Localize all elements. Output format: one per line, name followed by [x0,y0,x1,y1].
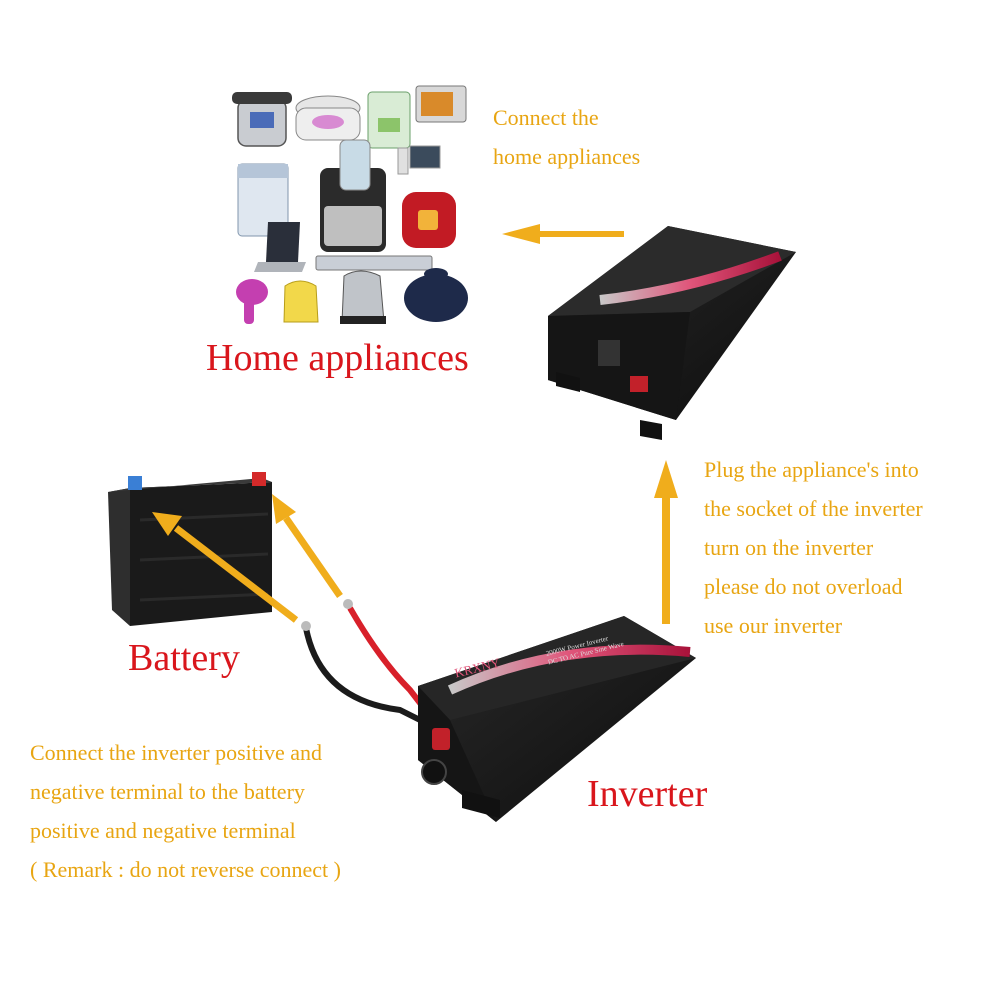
home-appliances-heading: Home appliances [206,337,469,379]
pressure-cooker-icon [232,92,292,147]
note-line: negative terminal to the battery [30,779,305,804]
dvd-player-icon [315,255,433,271]
arrow-to-socket [654,460,678,624]
washing-machine-icon [237,163,289,237]
battery-heading: Battery [128,637,240,679]
inverter-bottom-image [418,616,696,822]
battery-image [108,472,272,626]
connect-appliances-note: Connect the home appliances [493,98,640,176]
note-line: turn on the inverter [704,535,874,560]
connect-battery-note: Connect the inverter positive and negati… [30,733,341,889]
inverter-heading: Inverter [587,773,708,815]
juicer-icon [320,139,386,252]
red-rice-cooker-icon [402,192,456,248]
teapot-icon [404,268,468,322]
water-dispenser-icon [367,91,411,149]
computer-icon [397,145,441,175]
microwave-icon [415,85,467,123]
arrow-to-positive-terminal [272,494,343,598]
note-line: the socket of the inverter [704,496,923,521]
note-line: Plug the appliance's into [704,457,919,482]
steel-kettle-icon [340,270,386,324]
plug-in-note: Plug the appliance's into the socket of … [704,450,923,645]
arrow-to-appliances [502,224,624,244]
rice-cooker-icon [295,95,361,141]
note-line: use our inverter [704,613,843,638]
laptop-icon [254,222,306,272]
note-line: home appliances [493,144,641,169]
note-line: Connect the [493,105,599,130]
arrow-to-negative-terminal [152,512,299,623]
home-appliances-image [232,85,468,324]
note-line: ( Remark : do not reverse connect ) [30,857,341,882]
note-line: positive and negative terminal [30,818,296,843]
inverter-top-image [548,226,796,440]
note-line: please do not overload [704,574,903,599]
battery-negative-terminal [128,476,142,490]
note-line: Connect the inverter positive and [30,740,323,765]
yellow-kettle-icon [283,280,319,323]
battery-positive-terminal [252,472,266,486]
battery-cables [301,599,434,729]
hair-dryer-icon [236,279,268,324]
